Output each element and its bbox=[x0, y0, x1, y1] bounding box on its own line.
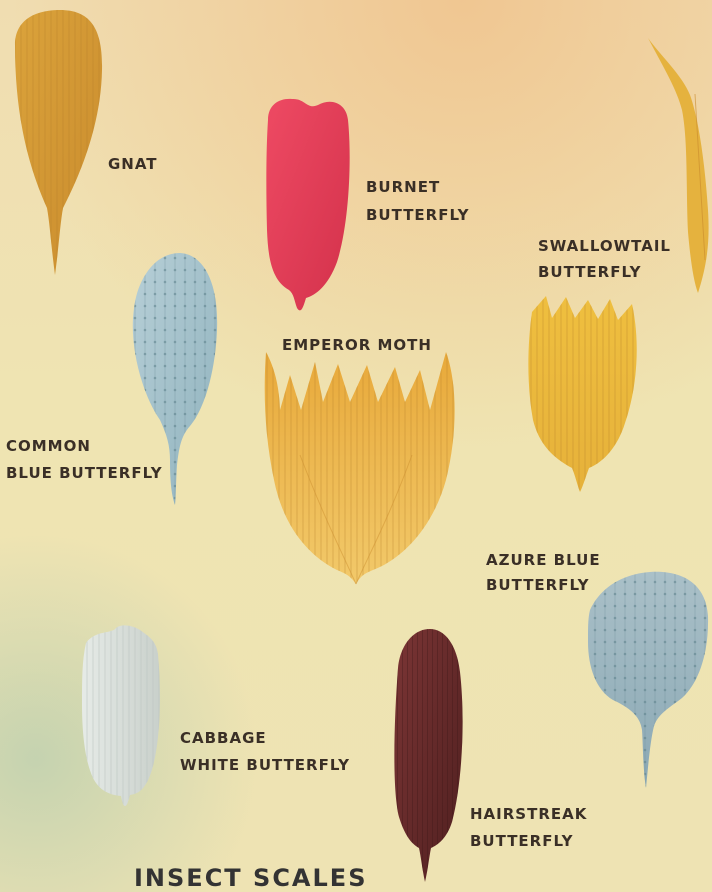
label-hairstreak-1: HAIRSTREAK bbox=[470, 800, 587, 828]
swallowtail-scale bbox=[528, 296, 636, 492]
label-azure-blue-2: BUTTERFLY bbox=[486, 571, 590, 599]
label-swallowtail-2: BUTTERFLY bbox=[538, 258, 642, 286]
azure-blue-scale bbox=[588, 572, 708, 788]
label-cabbage-white-1: CABBAGE bbox=[180, 724, 267, 752]
label-emperor-moth: EMPEROR MOTH bbox=[282, 331, 432, 359]
gnat-scale bbox=[15, 10, 102, 275]
hairstreak-scale bbox=[394, 629, 462, 882]
label-common-blue-1: COMMON bbox=[6, 432, 91, 460]
burnet-scale bbox=[266, 99, 349, 310]
label-azure-blue-1: AZURE BLUE bbox=[486, 546, 601, 574]
label-burnet-2: BUTTERFLY bbox=[366, 201, 470, 229]
cabbage-white-scale bbox=[82, 625, 160, 806]
label-burnet-1: BURNET bbox=[366, 173, 440, 201]
plate-caption: INSECT SCALES bbox=[134, 864, 367, 892]
label-cabbage-white-2: WHITE BUTTERFLY bbox=[180, 751, 350, 779]
emperor-moth-scale bbox=[265, 352, 455, 584]
label-gnat: GNAT bbox=[108, 150, 158, 178]
label-common-blue-2: BLUE BUTTERFLY bbox=[6, 459, 163, 487]
label-hairstreak-2: BUTTERFLY bbox=[470, 827, 574, 855]
label-swallowtail-1: SWALLOWTAIL bbox=[538, 232, 671, 260]
